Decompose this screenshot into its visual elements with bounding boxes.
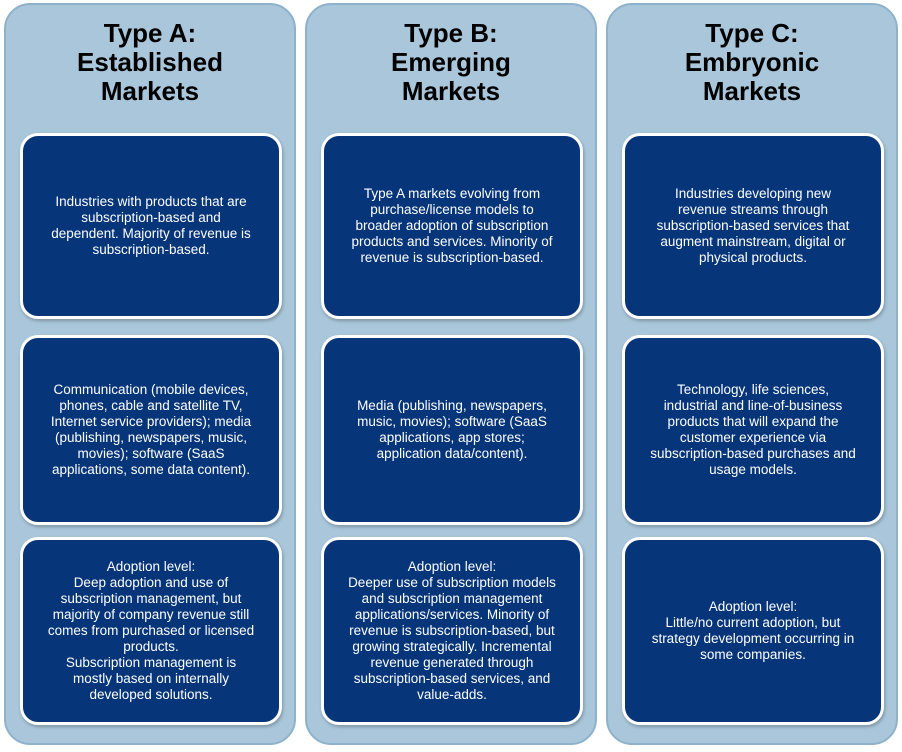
card-text: Media (publishing, newspapers, music, mo… — [357, 398, 547, 461]
card-text: Adoption level: Deep adoption and use of… — [47, 559, 255, 702]
card-text: Adoption level: Little/no current adopti… — [651, 599, 855, 662]
title-line: Markets — [401, 76, 501, 106]
description-card: Industries developing new revenue stream… — [622, 133, 884, 319]
title-line: Markets — [100, 76, 200, 106]
title-line: Emerging — [391, 47, 511, 77]
column-title: Type C: Embryonic Markets — [608, 19, 896, 106]
title-line: Type B: — [404, 18, 498, 48]
adoption-card: Adoption level: Deep adoption and use of… — [20, 537, 282, 725]
title-line: Type C: — [705, 18, 799, 48]
description-card: Industries with products that are subscr… — [20, 133, 282, 319]
card-text: Industries with products that are subscr… — [51, 194, 251, 257]
card-text: Communication (mobile devices, phones, c… — [50, 382, 252, 477]
column-title: Type B: Emerging Markets — [307, 19, 595, 106]
adoption-card: Adoption level: Little/no current adopti… — [622, 537, 884, 725]
title-line: Markets — [702, 76, 802, 106]
examples-card: Media (publishing, newspapers, music, mo… — [321, 335, 583, 525]
card-text: Adoption level: Deeper use of subscripti… — [348, 559, 556, 702]
examples-card: Technology, life sciences, industrial an… — [622, 335, 884, 525]
card-text: Technology, life sciences, industrial an… — [650, 382, 856, 477]
adoption-card: Adoption level: Deeper use of subscripti… — [321, 537, 583, 725]
card-text: Industries developing new revenue stream… — [656, 186, 850, 265]
column-type-a: Type A: Established Markets Industries w… — [4, 3, 296, 745]
title-line: Type A: — [103, 18, 197, 48]
description-card: Type A markets evolving from purchase/li… — [321, 133, 583, 319]
column-type-c: Type C: Embryonic Markets Industries dev… — [606, 3, 898, 745]
column-title: Type A: Established Markets — [6, 19, 294, 106]
column-type-b: Type B: Emerging Markets Type A markets … — [305, 3, 597, 745]
title-line: Established — [77, 47, 223, 77]
examples-card: Communication (mobile devices, phones, c… — [20, 335, 282, 525]
card-text: Type A markets evolving from purchase/li… — [351, 186, 553, 265]
title-line: Embryonic — [684, 47, 820, 77]
